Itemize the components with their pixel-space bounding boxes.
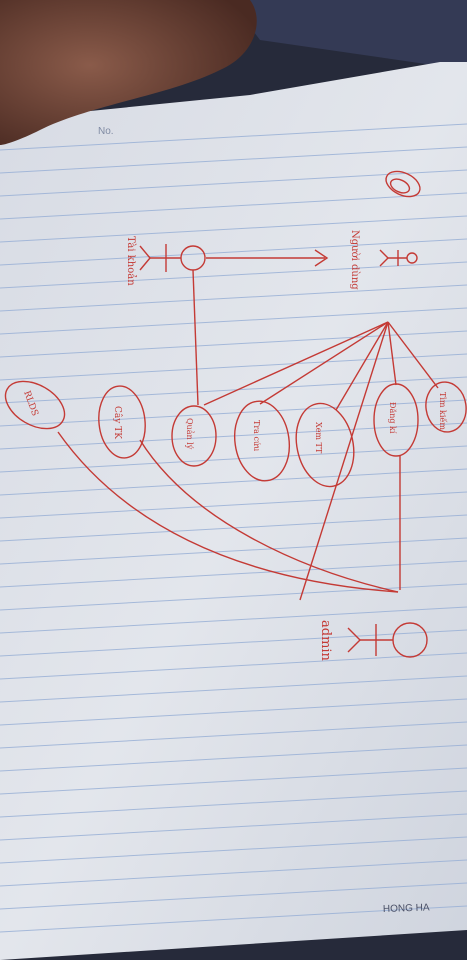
- usecase-quan-ly: [171, 405, 217, 467]
- usecase-xem-tt: [295, 402, 355, 488]
- ruled-line: [0, 192, 467, 220]
- ruled-line: [0, 422, 467, 450]
- label-user-top: Người dùng: [349, 230, 360, 290]
- assoc-line: [139, 439, 399, 593]
- ruled-line: [0, 468, 467, 496]
- ruled-line: [0, 238, 467, 266]
- ruled-line: [0, 790, 467, 818]
- ruled-line: [0, 215, 467, 243]
- ruled-line: [0, 836, 467, 864]
- label-xem-tt: Xem TT: [314, 422, 323, 454]
- usecase-dang-ki: [373, 383, 419, 457]
- label-cay-tk: Cây TK: [112, 406, 123, 439]
- fabric-fold: [230, 0, 467, 70]
- ruled-line: [0, 721, 467, 749]
- notebook-paper: [0, 62, 467, 960]
- ruled-line: [0, 307, 467, 335]
- scribble-mark: [385, 170, 421, 198]
- ruled-line: [0, 606, 467, 634]
- ruled-line: [0, 261, 467, 289]
- usecase-cay-tk: [98, 385, 146, 459]
- ruled-line: [0, 399, 467, 427]
- ruled-line: [0, 146, 467, 174]
- ruled-line: [0, 491, 467, 519]
- actor-user-top: [379, 249, 418, 267]
- ruled-line: [0, 537, 467, 565]
- ruled-line: [0, 284, 467, 312]
- label-dang-ki: Đăng kí: [388, 402, 397, 434]
- usecase-tra-cuu: [233, 400, 291, 482]
- ruled-line: [0, 560, 467, 588]
- ruled-line: [0, 767, 467, 795]
- ruled-lines: [0, 123, 467, 933]
- ruled-line: [0, 905, 467, 933]
- no-label: No.: [98, 126, 114, 137]
- usecase-tim-kiem: [425, 381, 467, 433]
- usecase-rlds: [4, 380, 66, 430]
- brand-label: HONG HA: [383, 902, 430, 915]
- label-user-bottom: Tài khoản: [125, 236, 136, 286]
- assoc-line: [203, 321, 389, 406]
- ruled-line: [0, 353, 467, 381]
- assoc-line: [387, 321, 439, 389]
- ruled-line: [0, 698, 467, 726]
- label-quan-ly: Quản lý: [185, 418, 194, 450]
- ruled-line: [0, 882, 467, 910]
- actor-admin: [347, 622, 428, 658]
- arrow-head: [314, 249, 329, 267]
- ruled-line: [0, 376, 467, 404]
- ruled-line: [0, 123, 467, 151]
- assoc-line: [57, 431, 399, 593]
- ruled-line: [0, 583, 467, 611]
- ruled-line: [0, 859, 467, 887]
- ruled-line: [0, 652, 467, 680]
- label-tra-cuu: Tra cứu: [252, 420, 261, 451]
- ruled-line: [0, 445, 467, 473]
- ruled-line: [0, 629, 467, 657]
- assoc-line: [299, 321, 389, 601]
- assoc-line: [192, 269, 199, 406]
- finger: [0, 0, 257, 145]
- ruled-line: [0, 813, 467, 841]
- ruled-line: [0, 675, 467, 703]
- ruled-line: [0, 744, 467, 772]
- label-tim-kiem: Tìm kiếm: [438, 392, 447, 430]
- label-admin: admin: [318, 620, 333, 662]
- scribble-mark-2: [389, 178, 411, 194]
- actor-user-bottom: [139, 244, 206, 272]
- assoc-line: [259, 321, 389, 405]
- assoc-line: [335, 321, 389, 411]
- ruled-line: [0, 169, 467, 197]
- assoc-line: [387, 321, 397, 386]
